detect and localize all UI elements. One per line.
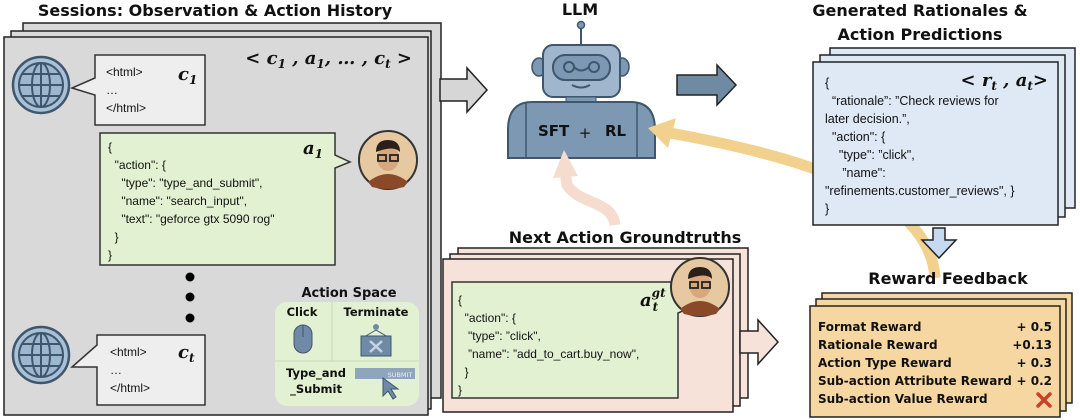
reward-value: + 0.5 <box>1017 320 1053 334</box>
reward-list: Format Reward + 0.5 Rationale Reward +0.… <box>818 320 1053 408</box>
arrow-right-icon <box>439 66 489 114</box>
llm-title: LLM <box>562 0 598 19</box>
predictions-panel <box>812 61 1059 226</box>
svg-text:later decision.”,: later decision.”, <box>825 112 910 126</box>
action-type-submit-label: Type_and <box>286 366 346 381</box>
user-avatar <box>670 257 730 317</box>
cross-icon <box>1036 392 1052 408</box>
svg-text:}: } <box>825 202 829 216</box>
predictions-title: Action Predictions <box>838 25 1003 44</box>
click-mouse-icon <box>293 324 313 354</box>
arrow-head <box>553 150 578 178</box>
svg-text:”name": ”add_to_cart.buy_now",: ”name": ”add_to_cart.buy_now", <box>458 347 639 361</box>
action-first-code: { "action": { "type": "type_and_submit",… <box>108 140 274 262</box>
action-type-submit-label: _Submit <box>290 382 342 397</box>
submit-field-icon: SUBMIT <box>355 368 415 400</box>
svg-text:}: } <box>458 365 469 379</box>
reward-panel <box>809 305 1061 418</box>
arrow-right-icon <box>676 63 738 107</box>
obs-last-line: </html> <box>110 381 150 395</box>
obs-first-line: … <box>106 83 118 97</box>
svg-text:}: } <box>458 383 462 397</box>
terminate-sign-icon <box>360 324 392 357</box>
reward-title: Reward Feedback <box>868 269 1028 288</box>
svg-text:SUBMIT: SUBMIT <box>388 371 413 379</box>
observation-bubble-first <box>69 54 206 126</box>
reward-name: Rationale Reward <box>818 338 938 352</box>
arrow-down-icon <box>920 227 958 260</box>
plus-label: + <box>579 124 592 142</box>
svg-text:{: { <box>108 140 112 154</box>
reward-name: Action Type Reward <box>818 356 952 370</box>
svg-text:}: } <box>108 248 112 262</box>
svg-text:"type": ”click",: "type": ”click", <box>825 148 915 162</box>
action-terminate-label: Terminate <box>344 305 409 319</box>
ellipsis-dot <box>185 272 195 282</box>
session-sequence-label: < c1 , a1, … , ct > <box>245 48 412 71</box>
obs-last-label: ct <box>178 342 195 365</box>
ellipsis-dot <box>185 292 195 302</box>
globe-icon <box>11 55 71 115</box>
action-first-label: a1 <box>303 138 323 161</box>
user-avatar <box>358 130 418 190</box>
svg-text:"action": {: "action": { <box>108 158 166 172</box>
groundtruth-code: { "action": { "type": ”click", ”name": ”… <box>458 293 639 397</box>
svg-text:”name":: ”name": <box>825 166 886 180</box>
reward-name: Sub-action Attribute Reward <box>818 374 1012 388</box>
reward-value: + 0.2 <box>1017 374 1053 388</box>
arrow-head <box>648 118 676 148</box>
svg-text:}: } <box>108 230 119 244</box>
svg-text:"type": ”click",: "type": ”click", <box>458 329 541 343</box>
action-click-label: Click <box>287 305 318 319</box>
globe-icon <box>11 325 71 385</box>
svg-text:{: { <box>458 293 462 307</box>
svg-text:"action": {: "action": { <box>825 130 885 144</box>
svg-text:"refinements.customer_reviews": "refinements.customer_reviews", } <box>825 184 1015 198</box>
obs-last-line: <html> <box>110 345 147 359</box>
svg-text:{: { <box>825 76 829 90</box>
svg-text:“rationale”: ”Check reviews fo: “rationale”: ”Check reviews for <box>825 94 999 108</box>
sft-label: SFT <box>538 122 570 140</box>
robot-icon <box>507 20 656 159</box>
ellipsis-dot <box>185 313 195 323</box>
svg-text:"name": "search_input",: "name": "search_input", <box>108 194 247 208</box>
arrow-right-icon <box>739 318 780 366</box>
obs-last-line: … <box>110 363 122 377</box>
svg-text:"text": "geforce gtx 5090 rog": "text": "geforce gtx 5090 rog" <box>108 212 274 226</box>
obs-first-label: c1 <box>178 64 197 87</box>
sessions-title: Sessions: Observation & Action History <box>38 1 393 20</box>
groundtruth-curved-arrow <box>559 171 621 227</box>
obs-first-line: </html> <box>106 101 146 115</box>
reward-value: +0.13 <box>1012 338 1052 352</box>
rl-label: RL <box>605 122 627 140</box>
predictions-code: { “rationale”: ”Check reviews for later … <box>825 76 1015 216</box>
reward-name: Sub-action Value Reward <box>818 392 988 406</box>
predictions-label: < rt , at> <box>960 70 1048 93</box>
obs-first-line: <html> <box>106 65 143 79</box>
svg-text:"type": "type_and_submit",: "type": "type_and_submit", <box>108 176 262 190</box>
groundtruths-title: Next Action Groundtruths <box>509 228 741 247</box>
svg-text:"action": {: "action": { <box>458 311 516 325</box>
action-bubble-first <box>99 132 352 266</box>
predictions-title: Generated Rationales & <box>812 1 1027 20</box>
reward-value: + 0.3 <box>1017 356 1053 370</box>
action-space-title: Action Space <box>301 286 396 301</box>
observation-bubble-last <box>70 334 206 406</box>
reward-name: Format Reward <box>818 320 921 334</box>
